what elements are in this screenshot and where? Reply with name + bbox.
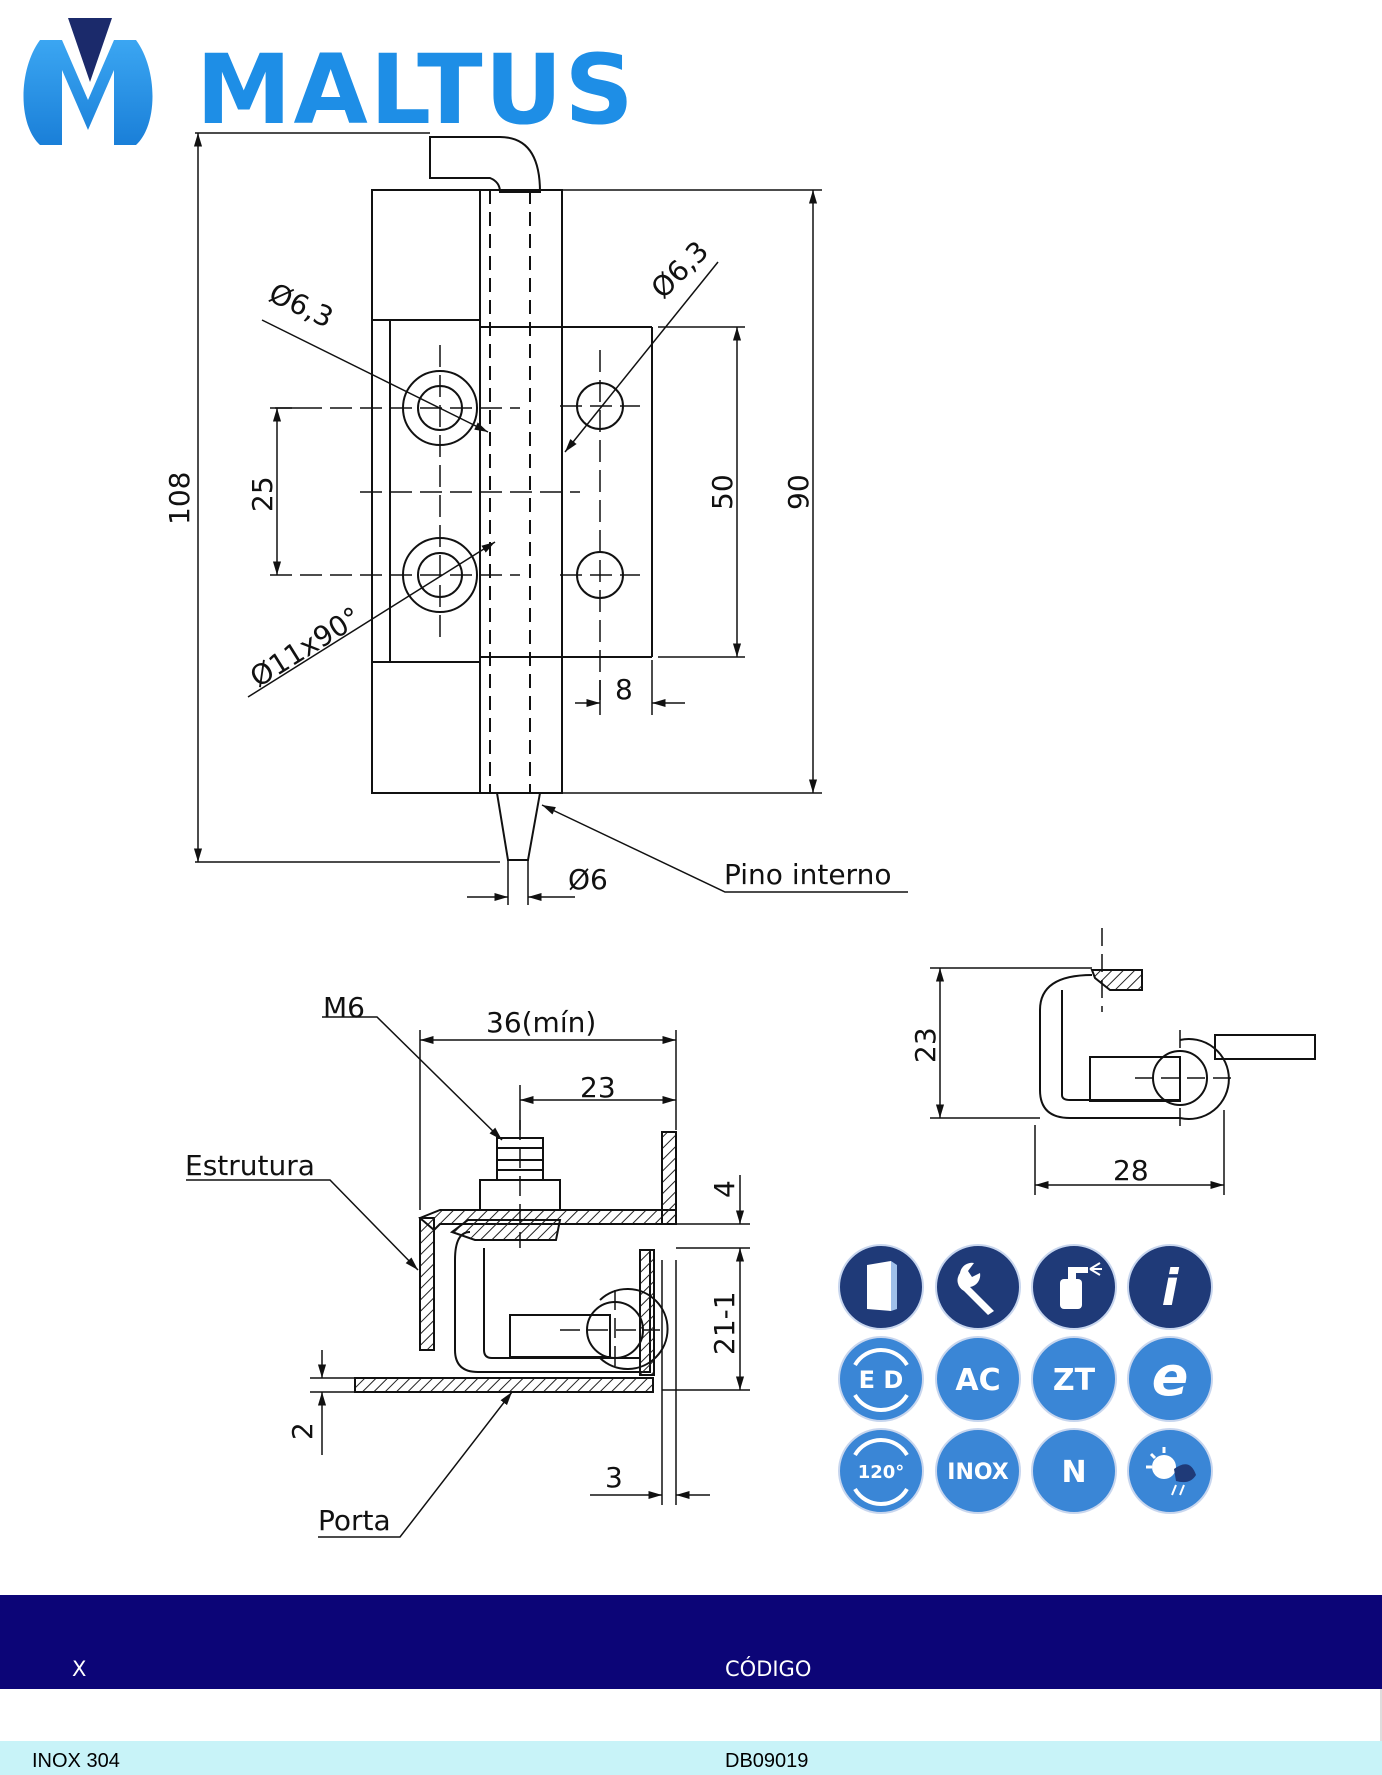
logo-mark-icon — [23, 40, 153, 145]
svg-text:Porta: Porta — [318, 1504, 391, 1537]
brand-name: MALTUS — [196, 34, 636, 146]
svg-text:E D: E D — [859, 1366, 904, 1394]
header-material: X — [72, 1657, 87, 1681]
svg-text:2: 2 — [286, 1422, 319, 1440]
svg-text:4: 4 — [708, 1180, 741, 1198]
svg-text:108: 108 — [163, 472, 196, 525]
svg-text:Pino interno: Pino interno — [724, 858, 891, 891]
front-view-labels: 108 90 50 25 8 Ø6,3 Ø6,3 Ø11x90° Ø6 Pino… — [163, 235, 891, 896]
inox-icon: INOX — [935, 1428, 1021, 1514]
table-row-empty — [0, 1689, 1382, 1741]
wrench-icon — [935, 1244, 1021, 1330]
svg-text:36(mín): 36(mín) — [486, 1006, 596, 1039]
svg-text:8: 8 — [615, 673, 633, 706]
n-icon: N — [1031, 1428, 1117, 1514]
product-table: X CÓDIGO INOX 304 DB09019 — [0, 1595, 1382, 1775]
technical-drawing: MALTUS — [23, 18, 1316, 1538]
info-icon: i — [1127, 1244, 1213, 1330]
svg-text:i: i — [1161, 1259, 1179, 1317]
feature-icon-grid: i E D AC ZT e 120° INOX N — [838, 1244, 1213, 1514]
zt-icon: ZT — [1031, 1336, 1117, 1422]
table-row: INOX 304 DB09019 — [0, 1741, 1382, 1775]
section-view — [186, 1016, 750, 1538]
table-header: X CÓDIGO — [0, 1595, 1382, 1689]
svg-text:90: 90 — [782, 474, 815, 510]
svg-text:AC: AC — [955, 1363, 1000, 1398]
svg-text:23: 23 — [580, 1071, 616, 1104]
svg-text:Ø6,3: Ø6,3 — [645, 235, 715, 305]
svg-text:Estrutura: Estrutura — [185, 1149, 315, 1182]
cell-material: INOX 304 — [32, 1750, 120, 1772]
header-code: CÓDIGO — [725, 1657, 812, 1681]
ac-icon: AC — [935, 1336, 1021, 1422]
svg-text:ZT: ZT — [1053, 1363, 1096, 1398]
svg-text:N: N — [1061, 1455, 1086, 1490]
weather-icon — [1127, 1428, 1213, 1514]
side-view — [930, 928, 1316, 1195]
svg-text:M6: M6 — [323, 991, 365, 1024]
section-view-labels: M6 36(mín) 23 Estrutura 4 21-1 2 3 Porta — [185, 991, 741, 1537]
svg-text:120°: 120° — [858, 1462, 905, 1483]
svg-text:Ø6: Ø6 — [568, 863, 608, 896]
brand-logo: MALTUS — [23, 18, 636, 146]
svg-text:INOX: INOX — [947, 1460, 1009, 1485]
svg-text:28: 28 — [1113, 1154, 1149, 1187]
door-icon — [838, 1244, 924, 1330]
svg-text:21-1: 21-1 — [708, 1291, 741, 1355]
svg-text:3: 3 — [605, 1461, 623, 1494]
spray-gun-icon — [1031, 1244, 1117, 1330]
e-icon: e — [1127, 1336, 1213, 1422]
side-view-labels: 23 28 — [909, 1027, 1149, 1187]
svg-text:Ø11x90°: Ø11x90° — [244, 600, 367, 694]
svg-text:50: 50 — [706, 474, 739, 510]
left-right-icon: E D — [838, 1336, 924, 1422]
svg-text:23: 23 — [909, 1027, 942, 1063]
cell-code: DB09019 — [725, 1750, 809, 1772]
front-view — [193, 132, 908, 905]
svg-text:e: e — [1152, 1345, 1189, 1408]
rotation-120-icon: 120° — [838, 1428, 924, 1514]
svg-text:25: 25 — [246, 476, 279, 512]
